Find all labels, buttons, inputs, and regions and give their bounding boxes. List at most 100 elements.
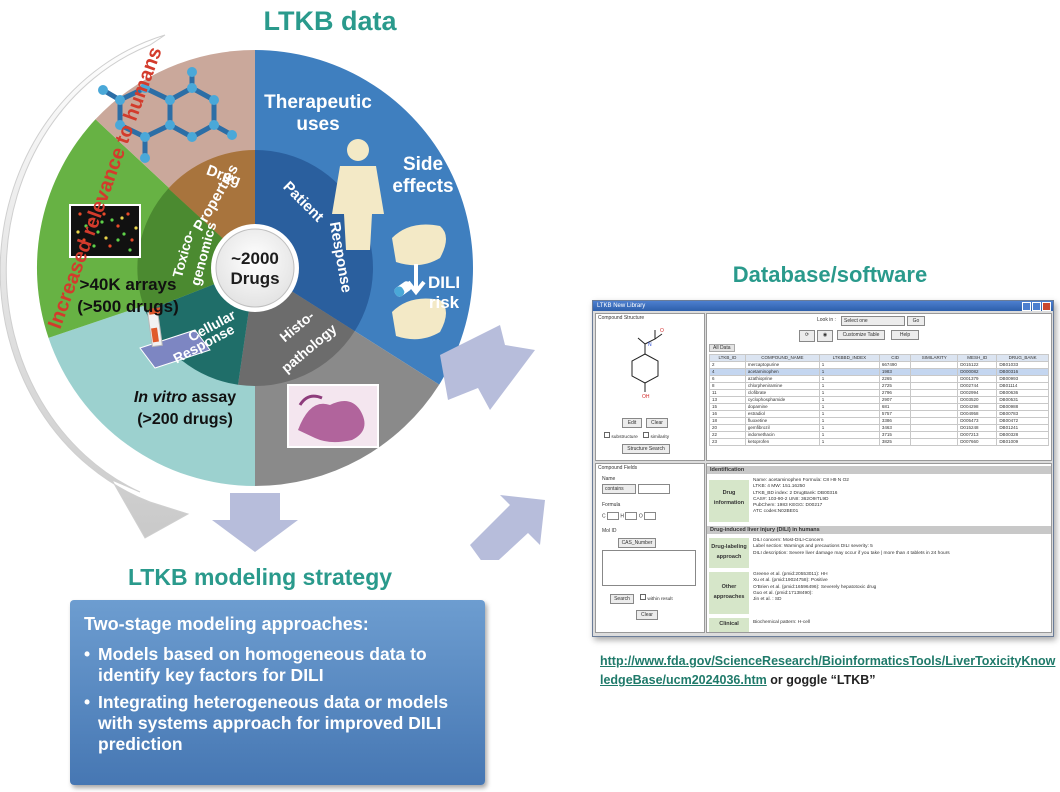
table-cell: 20 xyxy=(709,424,746,432)
compound-structure-label: Compound Structure xyxy=(598,315,645,321)
go-button[interactable]: Go xyxy=(907,316,925,326)
other-approach-line: Greene et al. (pmid:20553011): HH xyxy=(753,572,828,577)
mol-id-textarea[interactable] xyxy=(602,550,696,586)
table-cell: acetaminophen xyxy=(744,368,820,376)
human-silhouette-icon xyxy=(332,139,384,250)
formula-h-label: H xyxy=(620,513,625,520)
right-arrow-lower xyxy=(470,495,545,560)
similarity-label: similarity xyxy=(650,435,670,440)
table-cell: 15 xyxy=(709,403,746,411)
other-approaches-label: Other approaches xyxy=(709,572,749,614)
uses-label: uses xyxy=(296,114,339,135)
customize-table-button[interactable]: Customize Table xyxy=(837,330,885,340)
table-cell: gemfibrozil xyxy=(744,424,820,432)
table-cell: D004958 xyxy=(957,410,998,418)
column-header[interactable]: SIMILARITY xyxy=(910,354,959,362)
search-button[interactable]: Search xyxy=(610,594,634,604)
right-arrow-upper xyxy=(440,325,535,410)
column-header[interactable]: DRUG_BANK xyxy=(996,354,1049,362)
look-in-select[interactable]: Select one xyxy=(841,316,905,326)
column-header[interactable]: LTKBBD_INDEX xyxy=(818,354,880,362)
minimize-icon[interactable] xyxy=(1022,302,1031,311)
table-cell: 1 xyxy=(818,431,880,439)
formula-c-input[interactable] xyxy=(607,512,620,520)
drug-info-line: LTKB_BD index: 2 DrugBank: DB00316 xyxy=(753,490,838,496)
search-mode-options: substructure similarity xyxy=(604,432,669,440)
column-header[interactable]: LTKB_ID xyxy=(709,354,746,362)
maximize-icon[interactable] xyxy=(1032,302,1041,311)
substructure-label: substructure xyxy=(611,435,638,440)
drug-information-label: Drug information xyxy=(709,480,749,522)
table-cell: 8 xyxy=(709,382,746,390)
contains-select[interactable]: contains xyxy=(602,484,636,494)
table-cell: 681 xyxy=(878,403,912,411)
drug-info-line: ATC codes:N02BE01 xyxy=(753,509,799,515)
similarity-checkbox[interactable] xyxy=(643,432,650,438)
labeling-line: Label section: Warnings and precautions … xyxy=(753,544,873,550)
ltkb-url-link[interactable]: http://www.fda.gov/ScienceResearch/Bioin… xyxy=(600,654,1056,687)
table-cell: 2796 xyxy=(878,389,912,397)
table-cell: 13 xyxy=(709,396,746,404)
ltkb-data-title: LTKB data xyxy=(263,6,397,36)
ltkb-link-text: http://www.fda.gov/ScienceResearch/Bioin… xyxy=(600,652,1056,690)
acetaminophen-structure: N O OH xyxy=(631,328,664,400)
table-cell: 1 xyxy=(818,361,880,369)
column-header[interactable]: MESH_ID xyxy=(957,354,998,362)
stop-icon[interactable]: ◉ xyxy=(817,330,833,342)
effects-label: effects xyxy=(392,176,453,197)
invitro-italic: In vitro xyxy=(134,389,188,406)
table-cell: 1 xyxy=(818,375,880,383)
structure-search-button[interactable]: Structure Search xyxy=(622,444,670,454)
other-approach-line: Xu et al. (pmid:19024758): Positive xyxy=(753,578,828,584)
tab-all-data[interactable]: All Data xyxy=(709,344,735,352)
mol-id-label: Mol ID xyxy=(602,528,617,534)
help-button[interactable]: Help xyxy=(891,330,919,340)
assay-plate-icon xyxy=(139,307,211,369)
dili-section-header: Drug-induced liver injury (DILI) in huma… xyxy=(707,526,1051,534)
formula-h-input[interactable] xyxy=(625,512,638,520)
cas-number-select[interactable]: CAS_Number xyxy=(618,538,656,548)
within-result-checkbox[interactable] xyxy=(640,594,646,600)
modeling-approaches-box: Two-stage modeling approaches: Models ba… xyxy=(70,600,485,785)
substructure-checkbox[interactable] xyxy=(604,432,610,438)
dili-label: DILI xyxy=(428,273,460,292)
other-approach-line: Guo et al. (pmid:17138490): xyxy=(753,590,813,596)
formula-o-input[interactable] xyxy=(644,512,657,520)
table-cell: clofibrate xyxy=(744,389,820,397)
table-cell xyxy=(910,382,959,390)
column-header[interactable]: CID xyxy=(878,354,912,362)
clear-fields-button[interactable]: Clear xyxy=(636,610,658,620)
close-icon[interactable] xyxy=(1042,302,1051,311)
table-cell: D002994 xyxy=(957,389,998,397)
modeling-bullets: Models based on homogeneous data to iden… xyxy=(84,644,469,761)
ltkb-app-window: LTKB New Library Compound Structure N O … xyxy=(592,300,1054,637)
invitro-label: In vitro assay xyxy=(134,389,236,406)
edit-button[interactable]: Edit xyxy=(622,418,642,428)
column-header[interactable]: COMPOUND_NAME xyxy=(744,354,820,362)
refresh-icon[interactable]: ⟳ xyxy=(799,330,815,342)
arrays-drugs-label: (>500 drugs) xyxy=(77,297,179,316)
formula-label: Formula xyxy=(602,502,621,508)
table-cell: DB01009 xyxy=(996,438,1049,446)
relevance-arrow xyxy=(0,34,190,539)
table-cell: D004298 xyxy=(957,403,998,411)
google-ltkb-text: or goggle “LTKB” xyxy=(766,673,876,687)
name-input[interactable] xyxy=(638,484,670,494)
drug-info-line: Name: acetaminophen Formula: C8 H9 N O2 xyxy=(753,478,849,483)
clear-structure-button[interactable]: Clear xyxy=(646,418,668,428)
molecule-atoms xyxy=(98,67,237,163)
